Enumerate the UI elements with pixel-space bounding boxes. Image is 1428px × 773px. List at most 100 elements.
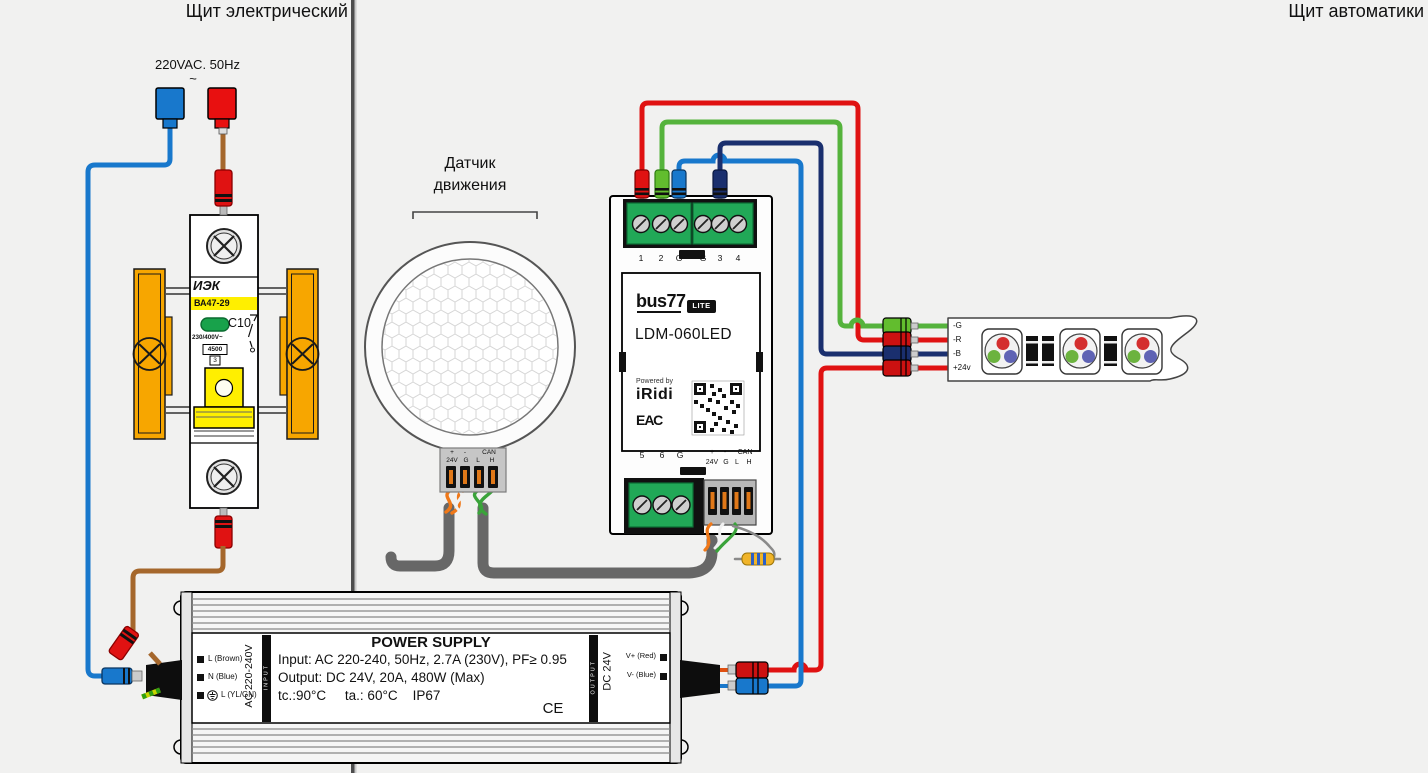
din-slot-top [679, 250, 705, 259]
module-can-minus: - [723, 449, 727, 456]
module-model: LDM-060LED [635, 326, 732, 343]
strip-pin-24v: +24v [953, 363, 971, 372]
module-cert-mark: ЕАС [636, 412, 663, 428]
panel-divider [351, 0, 357, 773]
motion-sensor [364, 211, 576, 453]
screw-icon [138, 343, 161, 365]
sensor-terminal-24v: 24V [446, 457, 458, 464]
sensor-terminal-h: H [489, 457, 495, 464]
module-powered-by: Powered by [636, 378, 673, 385]
wire-ground-blue [676, 152, 804, 689]
psu-output-bar-label: OUTPUT [590, 659, 597, 695]
module-can-h: H [746, 459, 752, 466]
module-terminal-5: 5 [639, 450, 645, 460]
sensor-terminal-can: CAN [482, 449, 496, 456]
neutral-plug [155, 87, 185, 120]
psu-spec-input: Input: AC 220-240, 50Hz, 2.7A (230V), PF… [278, 652, 567, 667]
heatsink-fins [192, 598, 670, 754]
ac-input [85, 87, 237, 679]
breaker-energy-class: 3 [213, 357, 217, 364]
sensor-connector [439, 447, 507, 493]
terminal-screw-top [206, 228, 242, 264]
terminal-screw-bottom [206, 459, 242, 495]
psu-terminal-vminus: V- (Blue) [626, 670, 656, 679]
status-pill [200, 317, 230, 332]
rgb-led-packages [981, 328, 1163, 375]
sensor-lens [383, 260, 557, 434]
psu-terminal-earth: L (YL/GN) [221, 690, 257, 699]
strip-pads [1026, 336, 1117, 366]
breaker-rating: C10 [228, 316, 251, 330]
strip-crimp-connectors [882, 317, 950, 377]
can-cables [385, 502, 718, 579]
circuit-breaker [130, 169, 320, 632]
wire-red-channel [639, 100, 888, 343]
panel-title-left: Щит электрический [185, 1, 348, 21]
din-slot-bottom [680, 467, 706, 475]
psu-input-wiring [101, 625, 162, 700]
psu-output-wiring [676, 152, 885, 695]
output-cable-gland [680, 660, 720, 698]
sensor-terminal-plus: + [450, 449, 454, 456]
module-terminal-3: 3 [717, 253, 723, 263]
module-terminal-1: 1 [638, 253, 644, 263]
terminal-squares [197, 654, 667, 699]
led-strip [882, 315, 1198, 382]
strip-pin-g: -G [953, 321, 962, 330]
psu-spec-temp: tc.:90°C ta.: 60°C IP67 [278, 688, 441, 703]
din-clip-right [279, 268, 320, 440]
module-g-label: G [723, 459, 729, 466]
psu-terminal-l: L (Brown) [208, 654, 243, 663]
module-can-l: L [735, 459, 739, 466]
input-bar [262, 635, 271, 722]
breaker-brand: ИЭК [193, 278, 220, 293]
rgb-channel-wires [639, 100, 888, 357]
can-cable-left-stub [385, 502, 455, 572]
ldm-module [609, 169, 782, 566]
butt-connector-red [735, 661, 769, 679]
lite-badge [687, 300, 716, 313]
strip-pin-r: -R [953, 335, 962, 344]
psu-spec-output: Output: DC 24V, 20A, 480W (Max) [278, 670, 485, 685]
psu-input-bar-label: INPUT [263, 663, 270, 691]
sensor-terminal-minus: - [463, 449, 467, 456]
module-powered-brand: iRidi [636, 386, 674, 403]
wire-green-channel [659, 119, 888, 329]
module-brand-logo: bus77 [636, 291, 686, 311]
breaker-breaking-capacity: 4500 [207, 346, 223, 353]
can-terminator-resistor [741, 552, 775, 566]
psu-ce-mark: CE [542, 700, 564, 717]
din-rail-lines [166, 287, 286, 414]
module-can-plus: + [709, 449, 715, 456]
sensor-label-line1: Датчик [444, 155, 496, 172]
live-ferrule-angled [108, 625, 140, 661]
module-bottom-wires [703, 522, 782, 561]
earth-icon [207, 690, 218, 701]
power-supply [146, 591, 720, 764]
breaker-model: ВА47-29 [194, 298, 230, 308]
panel-title-right: Щит автоматики [1288, 1, 1424, 21]
output-bar [589, 635, 598, 722]
module-badge: LITE [692, 301, 711, 310]
sensor-label-line2: движения [433, 177, 507, 194]
breaker-lever[interactable] [193, 367, 255, 437]
mains-label: 220VAC. 50Hz [154, 57, 241, 72]
mains-phase-symbol: ~ [189, 71, 197, 86]
strip-pin-b: -B [953, 349, 961, 358]
module-24v-label: 24V [705, 459, 719, 466]
module-terminal-2: 2 [658, 253, 664, 263]
label-bracket [412, 211, 538, 219]
module-terminal-6: 6 [659, 450, 665, 460]
module-terminal-g3: G [676, 450, 684, 460]
neutral-ferrule [101, 667, 133, 685]
breaker-ferrule-bottom [214, 507, 233, 549]
module-can-label: CAN [737, 449, 753, 456]
breaker-voltage: 230/400V~ [192, 334, 223, 341]
live-plug [207, 87, 237, 120]
module-terminal-g2: G [699, 253, 707, 263]
psu-input-side-label: AC 220-240V [242, 644, 255, 708]
sensor-terminal-g: G [463, 457, 469, 464]
top-terminal-screws [631, 214, 748, 234]
